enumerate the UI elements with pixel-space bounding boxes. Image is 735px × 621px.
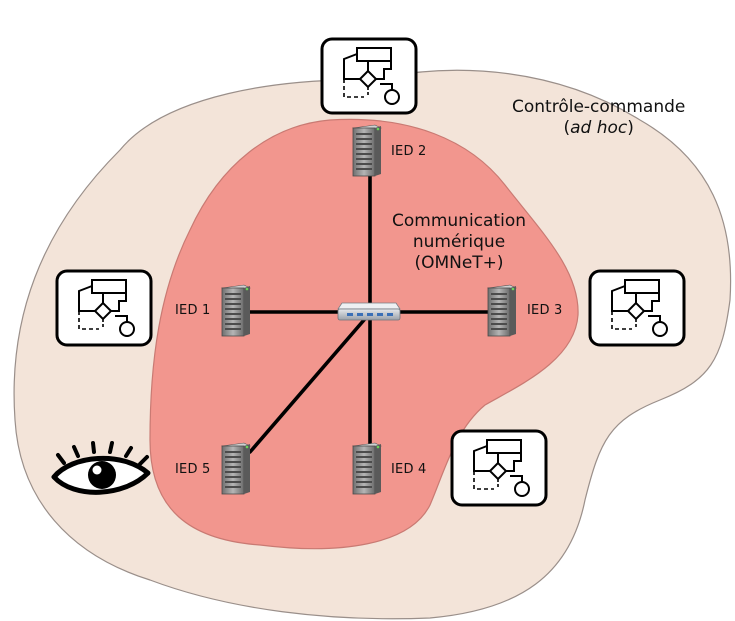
communication-line3: (OMNeT+) [414, 253, 504, 273]
control-loop-icon-right [588, 269, 686, 347]
ied-label-3: IED 3 [527, 303, 563, 318]
server-icon-ied4 [352, 442, 382, 495]
communication-line2: numérique [412, 232, 506, 252]
server-icon-ied5 [221, 442, 251, 495]
server-icon-ied2 [352, 124, 382, 177]
ied-label-5: IED 5 [175, 462, 211, 477]
control-loop-icon-left [55, 269, 153, 347]
eye-icon [51, 441, 151, 495]
control-loop-icon-top [320, 37, 418, 115]
subtitle-open: ( [563, 118, 571, 138]
ied-label-2: IED 2 [391, 144, 427, 159]
link-ied5 [248, 318, 366, 454]
ied-label-4: IED 4 [391, 462, 427, 477]
ied-label-1: IED 1 [175, 303, 211, 318]
server-icon-ied1 [221, 284, 251, 337]
communication-line1: Communication [392, 211, 526, 231]
communication-title: Communication numérique (OMNeT+) [370, 211, 548, 274]
control-loop-icon-bottom-right [450, 429, 548, 507]
subtitle-close: ) [627, 118, 634, 138]
server-icon-ied3 [487, 284, 517, 337]
subtitle-italic: ad hoc [570, 118, 628, 138]
network-links [248, 168, 492, 454]
network-switch-icon [337, 302, 401, 321]
control-command-title: Contrôle-commande (ad hoc) [512, 97, 686, 138]
